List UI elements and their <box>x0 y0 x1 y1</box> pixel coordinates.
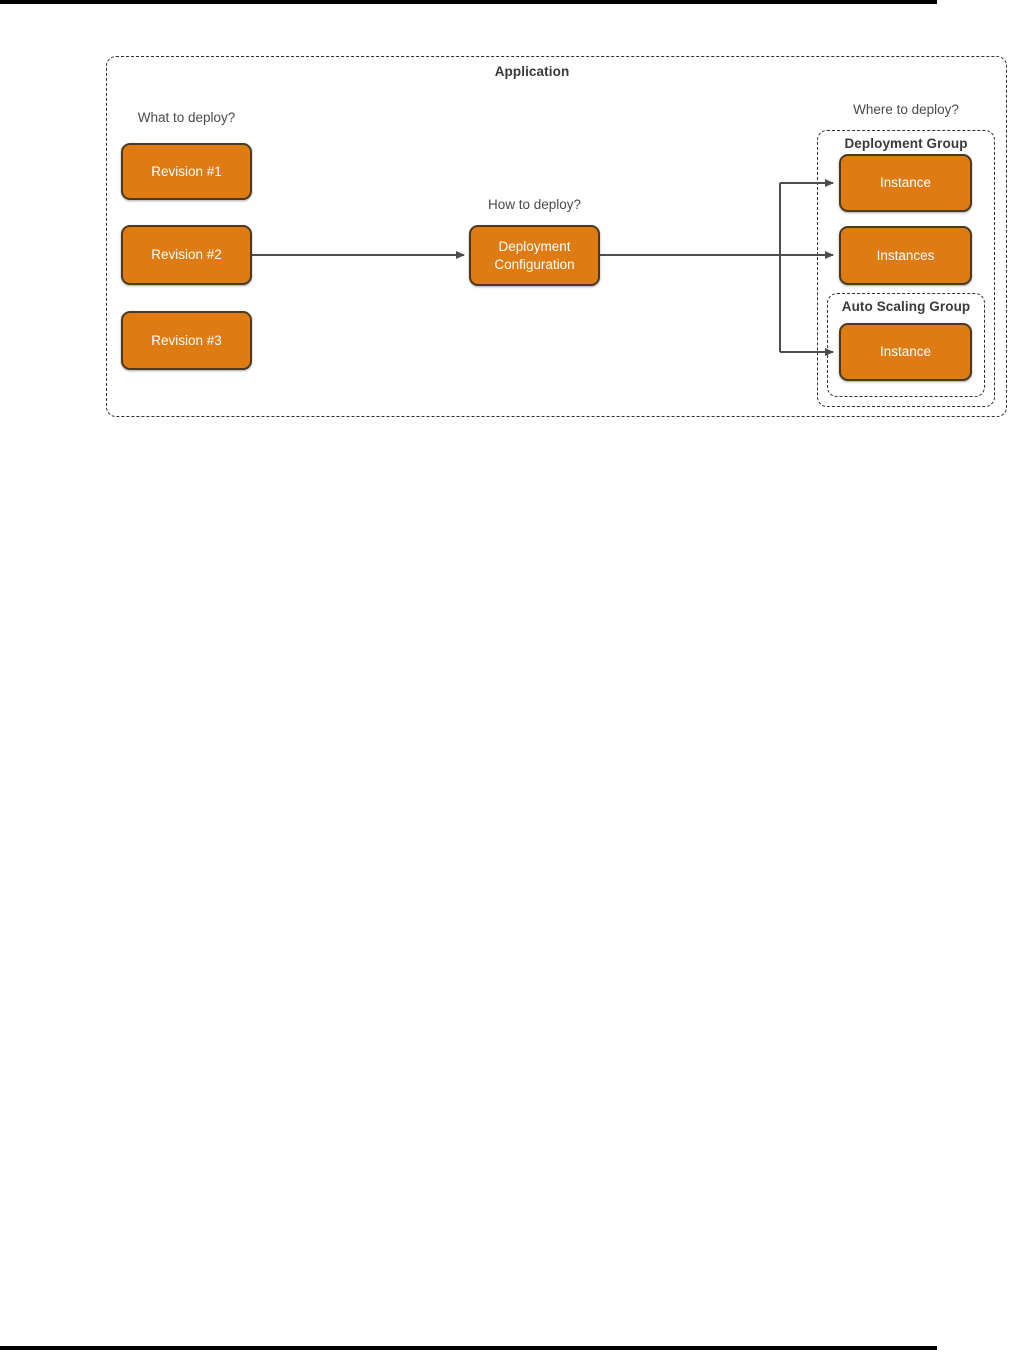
node-revision-2: Revision #2 <box>121 225 252 285</box>
node-instance-top: Instance <box>839 154 972 212</box>
label-how-to-deploy: How to deploy? <box>487 197 582 212</box>
top-page-rule <box>0 0 937 4</box>
node-revision-1: Revision #1 <box>121 143 252 200</box>
node-instance-asg: Instance <box>839 323 972 381</box>
node-deployment-configuration: Deployment Configuration <box>469 225 600 286</box>
auto-scaling-group-title: Auto Scaling Group <box>841 299 971 314</box>
deployment-group-title: Deployment Group <box>844 136 968 151</box>
bottom-page-rule <box>0 1346 937 1350</box>
label-where-to-deploy: Where to deploy? <box>853 102 959 117</box>
deployment-group-box <box>817 130 995 407</box>
label-what-to-deploy: What to deploy? <box>137 110 236 125</box>
node-revision-3: Revision #3 <box>121 311 252 370</box>
auto-scaling-group-box <box>827 293 985 397</box>
application-title: Application <box>494 64 570 79</box>
application-group-box <box>106 56 1007 417</box>
node-instances: Instances <box>839 226 972 285</box>
